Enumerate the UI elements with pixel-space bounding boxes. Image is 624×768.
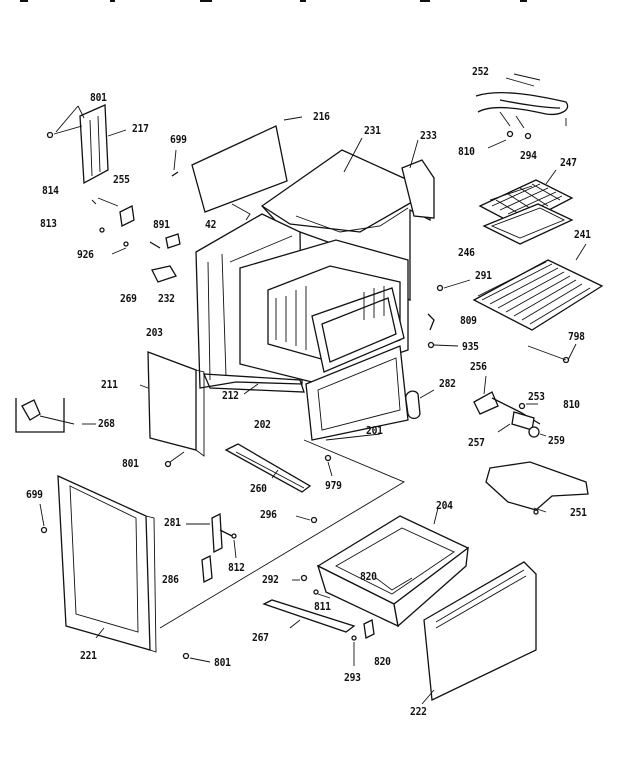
callout-798: 798: [568, 330, 585, 343]
screw-801-bottom: [182, 652, 211, 663]
broiler-pan-247: [478, 169, 574, 245]
callout-201: 201: [366, 424, 383, 437]
callout-259: 259: [548, 434, 565, 447]
callout-267: 267: [252, 631, 269, 644]
drawer-front-222: [421, 561, 537, 705]
callout-699-top: 699: [170, 133, 187, 146]
callout-212: 212: [222, 389, 239, 402]
callout-296: 296: [260, 508, 277, 521]
screw-796: [527, 343, 577, 364]
callout-812: 812: [228, 561, 245, 574]
callout-801-mid: 801: [122, 457, 139, 470]
callout-233: 233: [420, 129, 437, 142]
fasteners-979-296: [295, 454, 333, 524]
bracket-268-inset: [15, 398, 96, 433]
callout-260: 260: [250, 482, 267, 495]
igniter-assembly-256: [473, 375, 547, 438]
callout-291: 291: [475, 269, 492, 282]
callout-820-drawer: 820: [360, 570, 377, 583]
side-panel-211: [139, 351, 205, 457]
callout-202: 202: [254, 418, 271, 431]
oven-cavity-201: [239, 239, 409, 441]
callout-926: 926: [77, 248, 94, 261]
top-panel-216: [171, 116, 303, 221]
broil-element-252: [475, 73, 569, 149]
callout-281: 281: [164, 516, 181, 529]
callout-294: 294: [520, 149, 537, 162]
lower-rail-260: [224, 443, 312, 493]
callout-810-top: 810: [458, 145, 475, 158]
callout-979: 979: [325, 479, 342, 492]
callout-252: 252: [472, 65, 489, 78]
small-brackets-left: [91, 197, 181, 283]
callout-811: 811: [314, 600, 331, 613]
knob-282: [405, 389, 435, 420]
callout-801-top: 801: [90, 91, 107, 104]
callout-699-left: 699: [26, 488, 43, 501]
fasteners-291-809-935: [427, 279, 471, 349]
callout-257: 257: [468, 436, 485, 449]
door-panel-221: [39, 474, 157, 653]
oven-rack-241: [472, 243, 604, 331]
bottom-frame-212: [202, 373, 305, 395]
hinge-assembly-281: [186, 512, 237, 584]
drawer-rail-267: [262, 599, 356, 633]
callout-204: 204: [436, 499, 453, 512]
callout-203: 203: [146, 326, 163, 339]
callout-42: 42: [205, 218, 217, 231]
callout-286: 286: [162, 573, 179, 586]
callout-251: 251: [570, 506, 587, 519]
wire-bracket-251: [485, 461, 589, 515]
callout-246: 246: [458, 246, 475, 259]
callout-813: 813: [40, 217, 57, 230]
callout-253: 253: [528, 390, 545, 403]
callout-216: 216: [313, 110, 330, 123]
screw-801-lower: [164, 451, 185, 468]
callout-221: 221: [80, 649, 97, 662]
callout-231: 231: [364, 124, 381, 137]
callout-810-right: 810: [563, 398, 580, 411]
callout-801-bottom: 801: [214, 656, 231, 669]
callout-255-left: 255: [113, 173, 130, 186]
callout-282: 282: [439, 377, 456, 390]
callout-293: 293: [344, 671, 361, 684]
scan-artifacts: [20, 0, 527, 2]
callout-241: 241: [574, 228, 591, 241]
callout-292: 292: [262, 573, 279, 586]
callout-935: 935: [462, 340, 479, 353]
callout-814: 814: [42, 184, 59, 197]
callout-247: 247: [560, 156, 577, 169]
callout-269: 269: [120, 292, 137, 305]
callout-256: 256: [470, 360, 487, 373]
fasteners-820-293: [351, 619, 375, 666]
fasteners-292-811: [292, 574, 331, 599]
callout-268: 268: [98, 417, 115, 430]
callout-891: 891: [153, 218, 170, 231]
callout-211: 211: [101, 378, 118, 391]
callout-820-bottom: 820: [374, 655, 391, 668]
side-trim-bracket-217: [46, 104, 127, 185]
callout-217: 217: [132, 122, 149, 135]
callout-809: 809: [460, 314, 477, 327]
callout-222: 222: [410, 705, 427, 718]
drawer-204: [316, 507, 470, 628]
callout-232: 232: [158, 292, 175, 305]
floor-guides: [159, 433, 405, 629]
